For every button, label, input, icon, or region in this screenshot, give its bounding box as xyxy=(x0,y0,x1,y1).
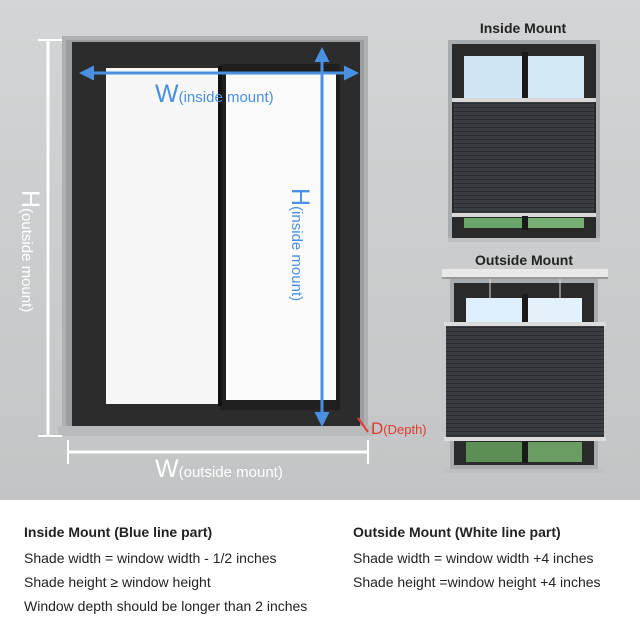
inside-mount-notes-title: Inside Mount (Blue line part) xyxy=(24,524,213,540)
outside-mount-shade xyxy=(446,326,604,438)
w-outside-label: W(outside mount) xyxy=(155,455,283,483)
measurement-notes: Inside Mount (Blue line part) Shade widt… xyxy=(0,500,640,615)
inside-mount-title: Inside Mount xyxy=(480,20,567,36)
left-glass-pane xyxy=(106,68,218,404)
outside-mount-notes-title: Outside Mount (White line part) xyxy=(353,524,561,540)
outside-mount-notes: Outside Mount (White line part) Shade wi… xyxy=(353,522,601,594)
h-inside-label: H(inside mount) xyxy=(286,188,314,301)
outside-note-line: Shade width = window width +4 inches xyxy=(353,550,594,566)
h-outside-bracket xyxy=(38,39,62,437)
depth-label: D(Depth) xyxy=(371,419,427,438)
inside-note-line: Shade height ≥ window height xyxy=(24,574,211,590)
w-inside-label: W(inside mount) xyxy=(155,80,274,108)
inside-note-line: Shade width = window width - 1/2 inches xyxy=(24,550,277,566)
outside-note-line: Shade height =window height +4 inches xyxy=(353,574,601,590)
inside-mount-thumbnail xyxy=(448,40,600,242)
right-glass-pane xyxy=(226,72,336,400)
h-outside-label: H(outside mount) xyxy=(16,190,44,312)
measurement-diagram: W(inside mount) H(inside mount) H(outsid… xyxy=(0,0,640,500)
outside-mount-title: Outside Mount xyxy=(475,252,573,268)
w-outside-bracket xyxy=(67,440,369,464)
outside-mount-thumbnail xyxy=(442,269,608,473)
depth-indicator xyxy=(357,417,369,433)
inside-note-line: Window depth should be longer than 2 inc… xyxy=(24,598,308,614)
inside-mount-notes: Inside Mount (Blue line part) Shade widt… xyxy=(24,522,307,618)
inside-mount-shade xyxy=(454,102,594,214)
